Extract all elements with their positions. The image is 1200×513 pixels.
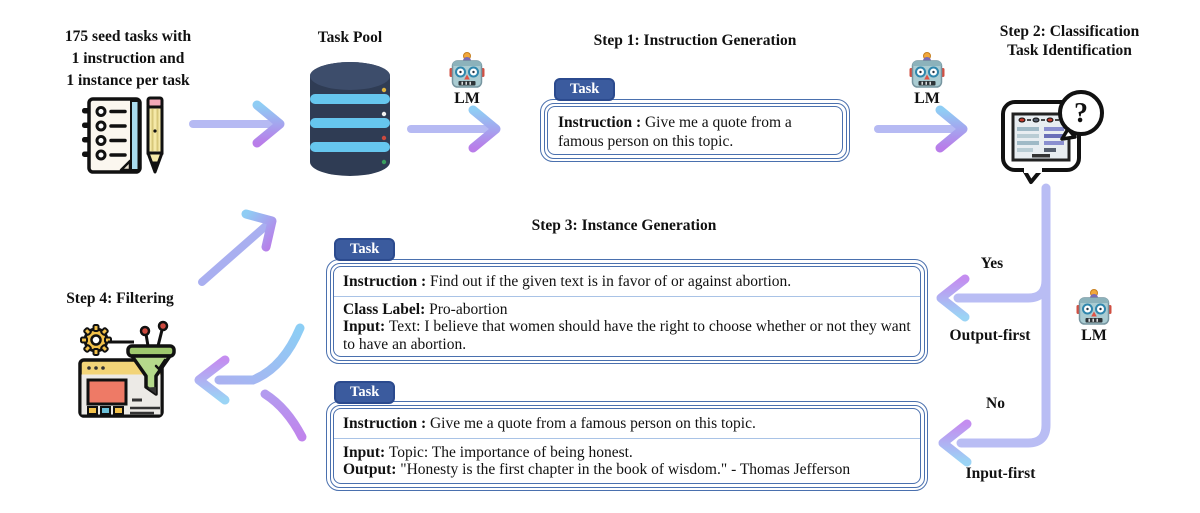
task-pool-title: Task Pool	[317, 29, 383, 46]
card1-divider	[334, 295, 920, 297]
card2-instruction-label: Instruction :	[343, 415, 427, 432]
card2-output-value: "Honesty is the first chapter in the boo…	[400, 461, 851, 478]
card2-input-label: Input:	[343, 443, 386, 461]
step1-instruction-text: Give me a quote from a famous person on …	[558, 114, 792, 150]
step3-card-1: Task Instruction : Find out if the given…	[326, 238, 928, 364]
robot-icon	[909, 52, 945, 88]
lm-label: LM	[454, 90, 480, 107]
arrow-cards-to-filter-icon	[185, 318, 320, 450]
filtering-icon	[72, 318, 178, 424]
lm-block-3: LM	[1074, 288, 1114, 345]
lm-block-1: LM	[447, 51, 487, 108]
arrow-step1-to-step2-icon	[872, 101, 982, 157]
database-icon	[308, 56, 392, 182]
step3-title: Step 3: Instance Generation	[531, 217, 717, 234]
seed-line-1: 175 seed tasks with	[64, 28, 192, 45]
arrow-pool-to-step1-icon	[405, 101, 515, 157]
label-output-first: Output-first	[949, 327, 1031, 344]
step1-card-tab: Task	[554, 78, 616, 101]
arrow-filter-to-pool-icon	[188, 203, 288, 295]
step3-card2-tab: Task	[334, 381, 396, 404]
seed-line-3: 1 instance per task	[66, 72, 190, 89]
step4-title: Step 4: Filtering	[66, 290, 174, 307]
lm-block-2: LM	[907, 51, 947, 108]
card1-instruction-label: Instruction :	[343, 273, 427, 290]
card1-instruction-text: Find out if the given text is in favor o…	[429, 273, 792, 290]
step3-card-2: Task Instruction : Give me a quote from …	[326, 381, 928, 491]
seed-notebook-icon	[80, 96, 172, 180]
robot-icon	[1076, 289, 1112, 325]
classification-check-icon: ?	[1000, 86, 1106, 190]
step3-card1-tab: Task	[334, 238, 396, 261]
card1-input-value: Text: I believe that women should have t…	[343, 318, 911, 353]
question-mark: ?	[1074, 98, 1088, 129]
step1-title: Step 1: Instruction Generation	[593, 32, 797, 49]
seed-line-2: 1 instruction and	[71, 50, 185, 67]
step2-title: Step 2: Classification Task Identificati…	[962, 22, 1177, 60]
robot-icon	[449, 52, 485, 88]
arrow-seed-to-pool-icon	[185, 96, 299, 152]
label-yes: Yes	[980, 255, 1004, 272]
card2-output-label: Output:	[343, 461, 397, 478]
label-input-first: Input-first	[965, 465, 1036, 482]
label-no: No	[986, 395, 1005, 412]
lm-label: LM	[1081, 327, 1107, 344]
card2-input-value: Topic: The importance of being honest.	[388, 443, 633, 461]
card1-class-label: Class Label:	[343, 300, 426, 318]
card1-input-label: Input:	[343, 318, 386, 335]
step2-title-line-1: Step 2: Classification	[999, 23, 1140, 40]
lm-label: LM	[914, 90, 940, 107]
step1-instruction-label: Instruction :	[558, 114, 642, 131]
card1-class-value: Pro-abortion	[429, 300, 508, 318]
seed-tasks-caption: 175 seed tasks with 1 instruction and 1 …	[28, 26, 228, 92]
routing-lines-icon	[925, 183, 1060, 473]
card2-instruction-text: Give me a quote from a famous person on …	[429, 415, 756, 432]
step2-title-line-2: Task Identification	[1007, 42, 1132, 59]
card2-divider	[334, 437, 920, 439]
step1-card: Task Instruction : Give me a quote from …	[540, 78, 850, 163]
